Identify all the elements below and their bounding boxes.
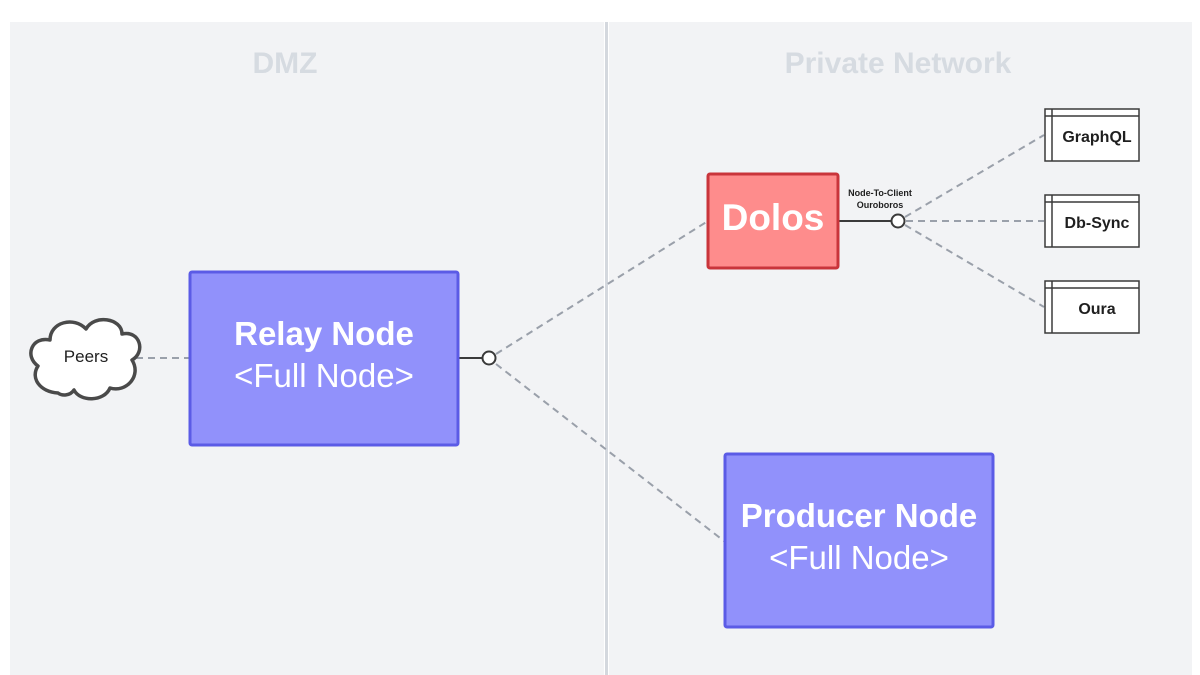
producer-node-title: Producer Node <box>741 497 978 534</box>
peers-cloud[interactable]: Peers <box>29 318 142 401</box>
dolos-node[interactable]: Dolos <box>706 172 840 270</box>
n2c-label-line2: Ouroboros <box>857 200 904 210</box>
dbsync-label: Db-Sync <box>1065 215 1130 232</box>
dbsync-component[interactable]: Db-Sync <box>1044 194 1140 248</box>
peers-label: Peers <box>64 347 108 366</box>
producer-node-subtitle: <Full Node> <box>769 539 949 576</box>
relay-to-producer-connector <box>495 363 725 542</box>
dolos-to-oura-connector <box>904 224 1045 308</box>
relay-node-box <box>188 270 460 447</box>
oura-component[interactable]: Oura <box>1044 280 1140 334</box>
dolos-port-circle[interactable] <box>890 213 906 229</box>
producer-node[interactable]: Producer Node <Full Node> <box>723 452 995 629</box>
private-network-title: Private Network <box>785 47 1012 80</box>
cloud-icon <box>29 318 142 401</box>
relay-port-circle[interactable] <box>481 350 497 366</box>
producer-node-box <box>723 452 995 629</box>
graphql-label: GraphQL <box>1062 129 1132 146</box>
dbsync-box <box>1044 194 1140 248</box>
relay-to-dolos-connector <box>495 220 709 355</box>
dmz-title: DMZ <box>253 47 318 80</box>
dolos-node-title: Dolos <box>722 197 825 238</box>
graphql-box <box>1044 108 1140 162</box>
oura-box <box>1044 280 1140 334</box>
relay-node-title: Relay Node <box>234 315 414 352</box>
dolos-to-graphql-connector <box>904 134 1045 218</box>
graphql-component[interactable]: GraphQL <box>1044 108 1140 162</box>
dolos-node-box <box>706 172 840 270</box>
n2c-label-line1: Node-To-Client <box>848 188 912 198</box>
oura-label: Oura <box>1078 301 1115 318</box>
relay-node-subtitle: <Full Node> <box>234 357 414 394</box>
relay-node[interactable]: Relay Node <Full Node> <box>188 270 460 447</box>
